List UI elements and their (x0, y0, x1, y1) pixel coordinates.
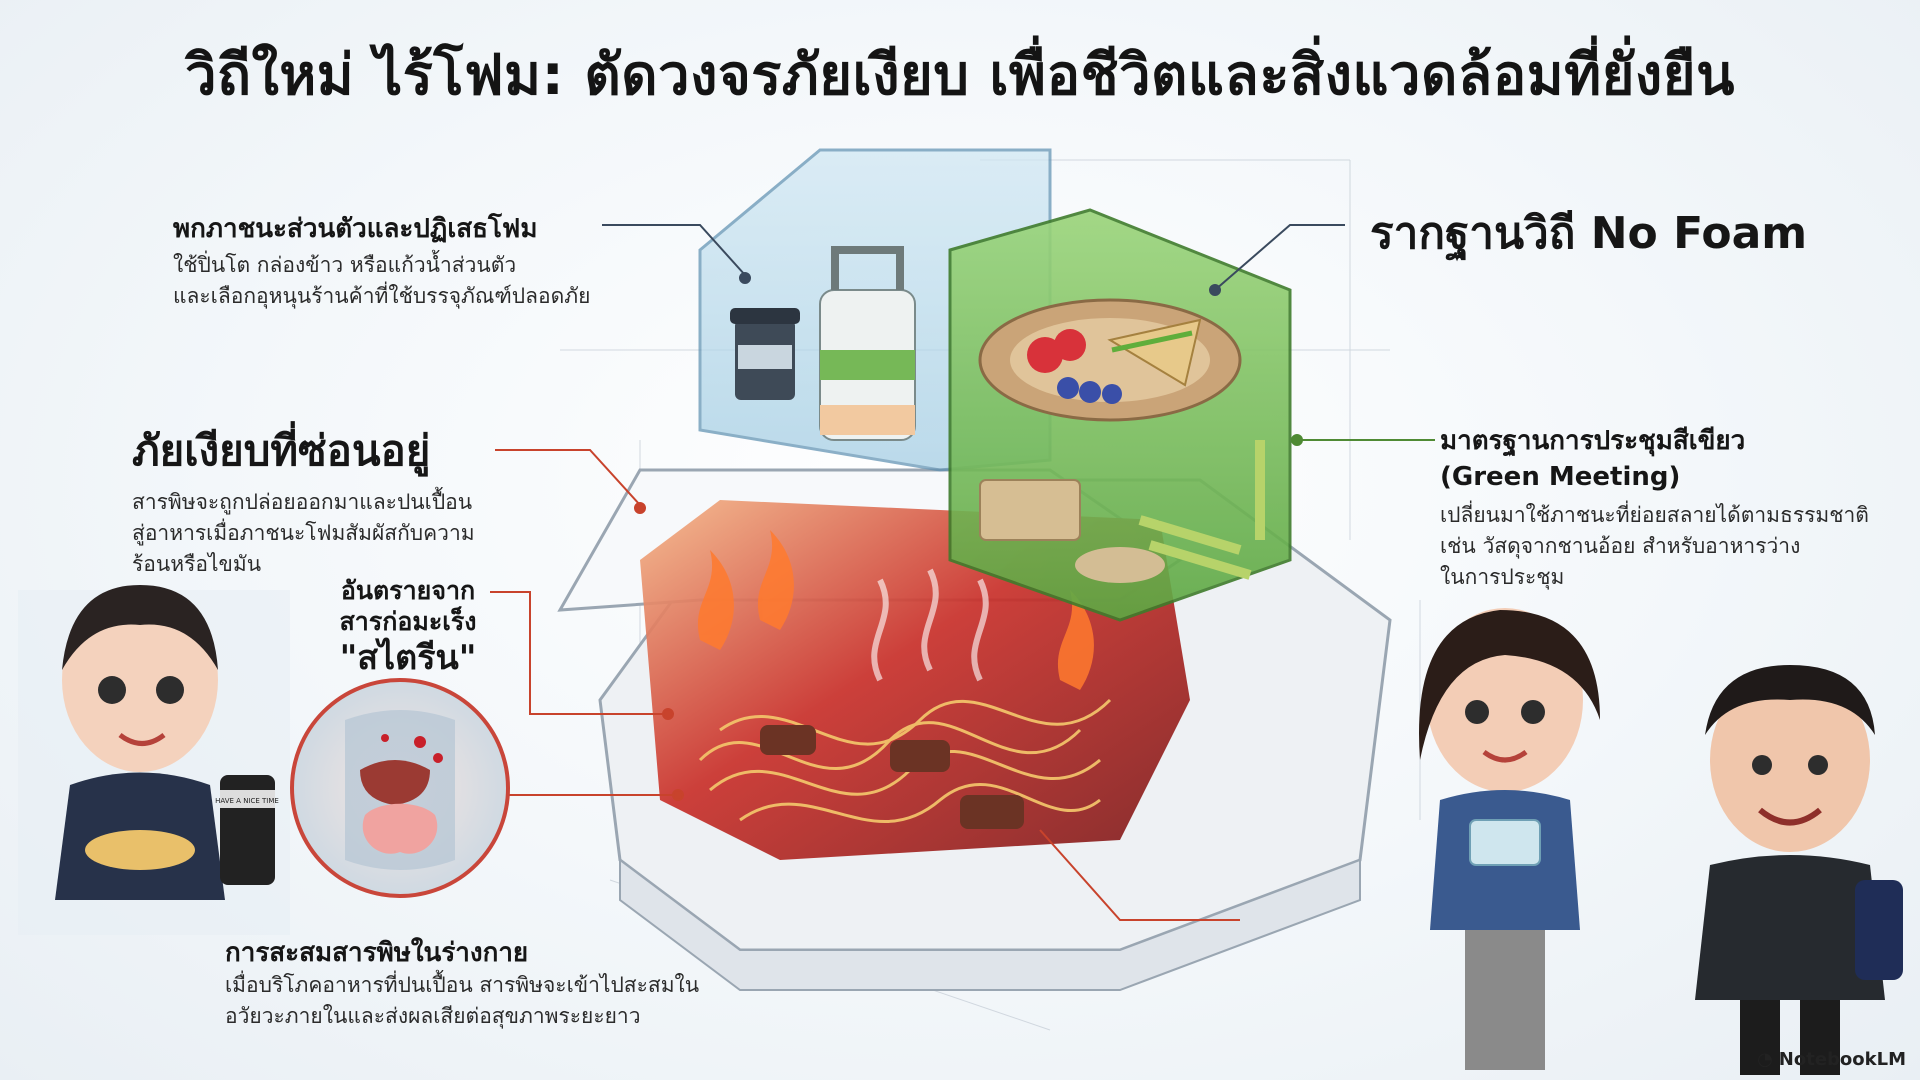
woman-eating-illustration (18, 585, 290, 935)
pointer-lines-red (490, 449, 1240, 921)
meat-piece (890, 740, 950, 772)
green-meeting-heading: มาตรฐานการประชุมสีเขียว (Green Meeting) (1440, 423, 1745, 495)
hidden-line: สารพิษจะถูกปล่อยออกมาและปนเปื้อน (132, 490, 473, 514)
page-title: วิถีใหม่ ไร้โฟม: ตัดวงจรภัยเงียบ เพื่อชี… (185, 43, 1735, 108)
green-heading-line: (Green Meeting) (1440, 462, 1681, 492)
mug-text: HAVE A NICE TIME (215, 797, 279, 805)
meat-piece (760, 725, 816, 755)
green-line: ในการประชุม (1440, 565, 1565, 589)
body-organs-inset (290, 678, 510, 898)
personal-line: และเลือกอุหนุนร้านค้าที่ใช้บรรจุภัณฑ์ปลอ… (173, 284, 591, 308)
intestine-icon (362, 803, 438, 854)
hidden-line: ร้อนหรือไขมัน (132, 552, 262, 576)
noodles (698, 698, 1112, 823)
green-line: เปลี่ยนมาใช้ภาชนะที่ย่อยสลายได้ตามธรรมชา… (1440, 503, 1869, 527)
strawberry-icon (1027, 337, 1063, 373)
personal-line: ใช้ปิ่นโต กล่องข้าว หรือแก้วน้ำส่วนตัว (173, 253, 517, 277)
green-heading-line: มาตรฐานการประชุมสีเขียว (1440, 426, 1746, 456)
sugarcane-icon (1138, 440, 1265, 580)
bagasse-fiber (1075, 547, 1165, 583)
green-compartment (948, 208, 1292, 622)
styrene-line: "สไตรีน" (339, 638, 477, 678)
personal-container-heading: พกภาชนะส่วนตัวและปฏิเสธโฟม (173, 214, 538, 244)
styrene-line: อันตรายจาก (340, 576, 476, 605)
blueberry-icon (1057, 377, 1079, 399)
toxin-accumulation-text: เมื่อบริโภคอาหารที่ปนเปื้อน สารพิษจะเข้า… (225, 970, 699, 1032)
notebooklm-label: NotebookLM (1778, 1049, 1906, 1070)
pointer-lines-green (1291, 434, 1435, 446)
toxin-particles (381, 734, 443, 763)
no-foam-foundation-heading: รากฐานวิถี No Foam (1370, 208, 1808, 259)
green-line: เช่น วัสดุจากชานอ้อย สำหรับอาหารว่าง (1440, 534, 1801, 558)
toxin-accumulation-heading: การสะสมสารพิษในร่างกาย (225, 938, 529, 968)
green-meeting-text: เปลี่ยนมาใช้ภาชนะที่ย่อยสลายได้ตามธรรมชา… (1440, 500, 1869, 593)
meat-piece (960, 795, 1024, 829)
pointer-lines (602, 224, 1345, 296)
accumulate-line: เมื่อบริโภคอาหารที่ปนเปื้อน สารพิษจะเข้า… (225, 973, 700, 997)
styrene-hazard-heading: อันตรายจาก สารก่อมะเร็ง "สไตรีน" (318, 575, 498, 679)
tiffin-carrier-icon (819, 246, 916, 441)
bagasse-sheets (979, 479, 1081, 541)
styrene-line: สารก่อมะเร็ง (339, 607, 477, 636)
liver-icon (360, 760, 430, 805)
personal-container-text: ใช้ปิ่นโต กล่องข้าว หรือแก้วน้ำส่วนตัว แ… (173, 250, 590, 312)
accumulate-line: อวัยวะภายในและส่งผลเสียต่อสุขภาพระยะยาว (225, 1004, 641, 1028)
coffee-cup-icon (730, 308, 800, 400)
steam (871, 568, 989, 682)
hidden-line: สู่อาหารเมื่อภาชนะโฟมสัมผัสกับความ (132, 521, 475, 545)
foam-box (557, 468, 1392, 991)
flames (697, 530, 1094, 690)
woman-holding-box-illustration (1419, 608, 1600, 1070)
hidden-danger-text: สารพิษจะถูกปล่อยออกมาและปนเปื้อน สู่อาหา… (132, 487, 475, 580)
hidden-danger-heading: ภัยเงียบที่ซ่อนอยู่ (132, 426, 431, 475)
man-holding-tumbler-illustration (1695, 665, 1903, 1075)
notebooklm-badge: ◔ NotebookLM (1757, 1049, 1906, 1070)
notebooklm-icon: ◔ (1757, 1049, 1773, 1070)
